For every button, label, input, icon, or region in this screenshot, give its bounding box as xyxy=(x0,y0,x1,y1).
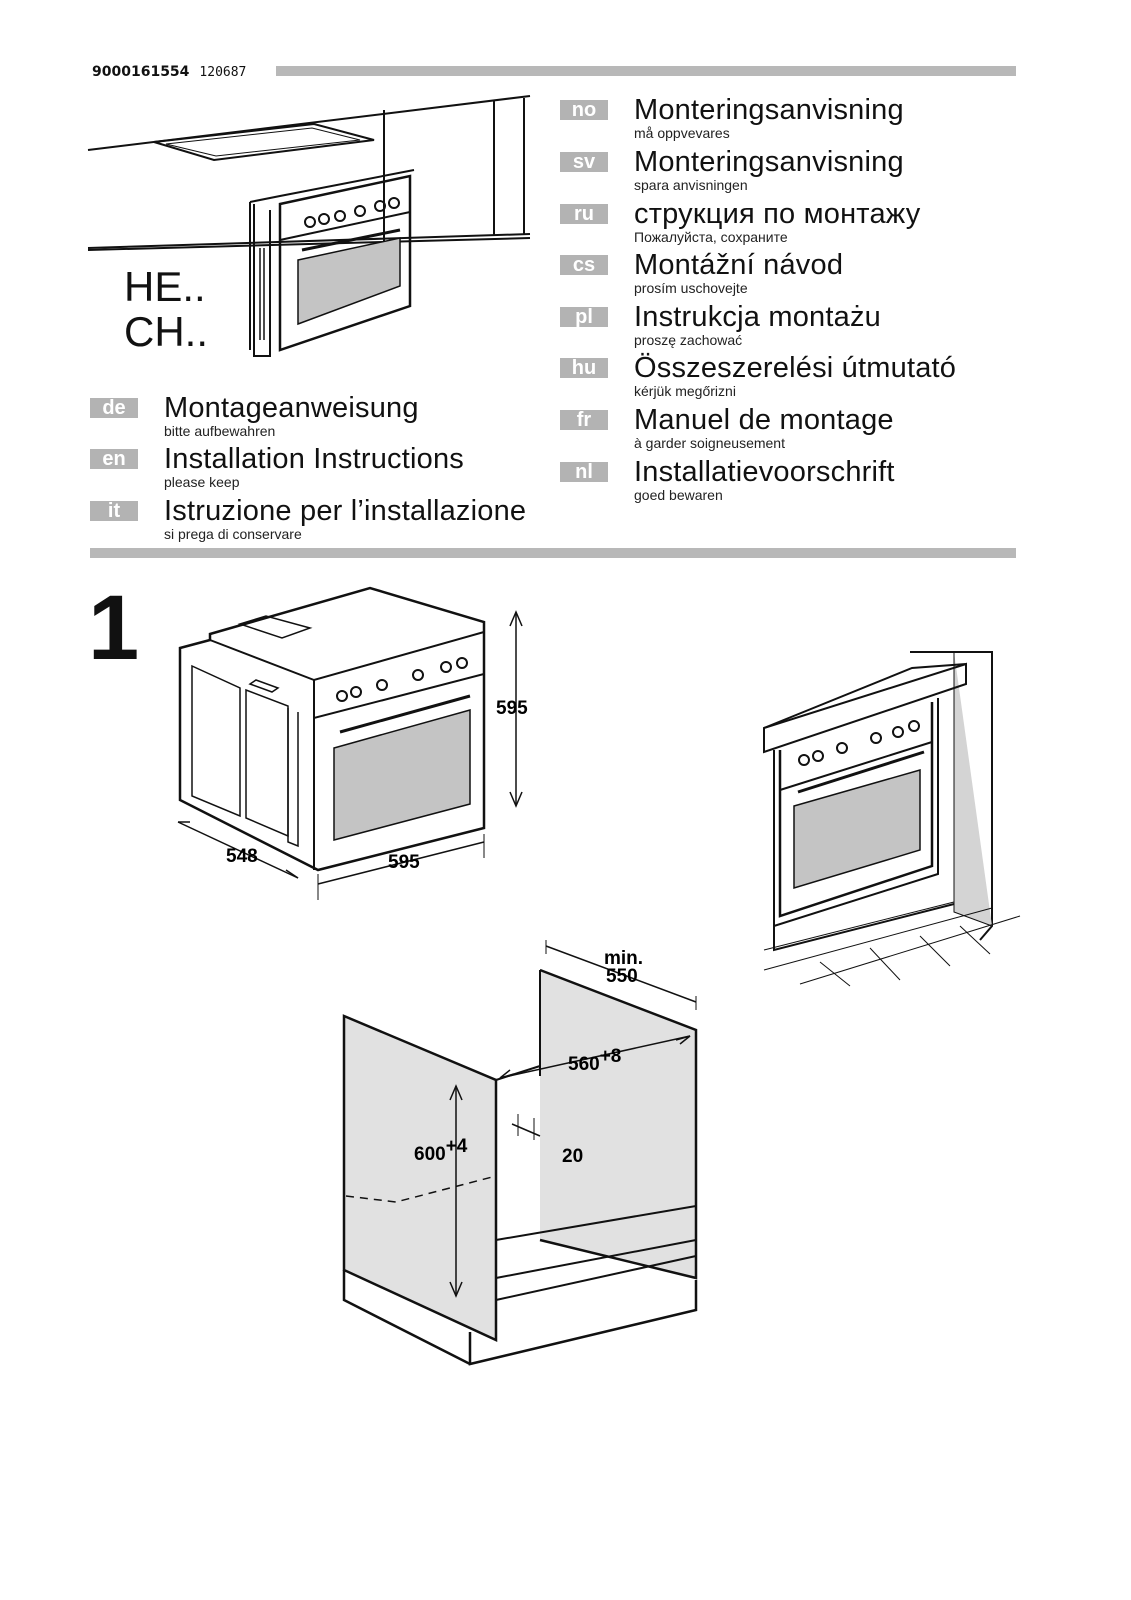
language-title: Installatievoorschrift xyxy=(634,456,895,488)
min-width-label: 550 xyxy=(606,966,638,987)
oven-dimension-drawing: 595 548 595 xyxy=(177,586,528,900)
language-title: Monteringsanvisning xyxy=(634,94,904,126)
niche-width-label: 560+8 xyxy=(568,1046,621,1075)
model-line-2: CH.. xyxy=(124,308,208,355)
language-subtitle: Пожалуйста, сохраните xyxy=(634,229,788,245)
language-title: Montageanweisung xyxy=(164,392,419,424)
language-title: Manuel de montage xyxy=(634,404,894,436)
language-subtitle: kérjük megőrizni xyxy=(634,383,736,399)
language-subtitle: please keep xyxy=(164,474,240,490)
language-code: nl xyxy=(560,462,608,482)
niche-width-value: 560 xyxy=(568,1054,600,1075)
niche-height-value: 600 xyxy=(414,1144,446,1165)
language-code: it xyxy=(90,501,138,521)
language-code: pl xyxy=(560,307,608,327)
oven-width-label: 595 xyxy=(388,852,420,873)
model-line-1: HE.. xyxy=(124,263,206,310)
document-code: 9000161554 120687 xyxy=(92,64,246,80)
model-designation: HE.. CH.. xyxy=(124,264,208,354)
language-subtitle: må oppvevares xyxy=(634,125,730,141)
language-subtitle: spara anvisningen xyxy=(634,177,748,193)
language-subtitle: goed bewaren xyxy=(634,487,723,503)
language-title: Installation Instructions xyxy=(164,443,464,475)
language-title: Összeszerelési útmutató xyxy=(634,352,957,384)
language-code: sv xyxy=(560,152,608,172)
min-label: min. xyxy=(604,948,643,969)
language-code: cs xyxy=(560,255,608,275)
language-title: Monteringsanvisning xyxy=(634,146,904,178)
language-title: Instrukcja montażu xyxy=(634,301,881,333)
language-subtitle: à garder soigneusement xyxy=(634,435,785,451)
language-code: de xyxy=(90,398,138,418)
oven-height-label: 595 xyxy=(496,698,528,719)
niche-height-tolerance: +4 xyxy=(446,1136,468,1157)
language-code: en xyxy=(90,449,138,469)
oven-depth-label: 548 xyxy=(226,846,258,867)
language-subtitle: si prega di conservare xyxy=(164,526,302,542)
niche-width-tolerance: +8 xyxy=(600,1046,622,1067)
language-code: hu xyxy=(560,358,608,378)
language-title: Montážní návod xyxy=(634,249,844,281)
section-rule xyxy=(90,548,1016,558)
cover-illustration xyxy=(87,95,531,357)
language-subtitle: prosím uschovejte xyxy=(634,280,748,296)
language-code: no xyxy=(560,100,608,120)
language-subtitle: bitte aufbewahren xyxy=(164,423,276,439)
language-title: струкция по монтажу xyxy=(634,198,921,230)
language-code: ru xyxy=(560,204,608,224)
revision-number: 120687 xyxy=(199,65,247,80)
top-rule xyxy=(276,66,1016,76)
gap-label: 20 xyxy=(562,1146,583,1167)
language-subtitle: proszę zachować xyxy=(634,332,743,348)
cabinet-niche-drawing: min. 550 560+8 600+4 20 xyxy=(342,940,698,1366)
niche-height-label: 600+4 xyxy=(414,1136,468,1165)
article-number: 9000161554 xyxy=(92,64,190,80)
language-code: fr xyxy=(560,410,608,430)
installed-oven-drawing xyxy=(763,651,1021,987)
step-number: 1 xyxy=(88,577,140,679)
language-title: Istruzione per l’installazione xyxy=(164,495,527,527)
